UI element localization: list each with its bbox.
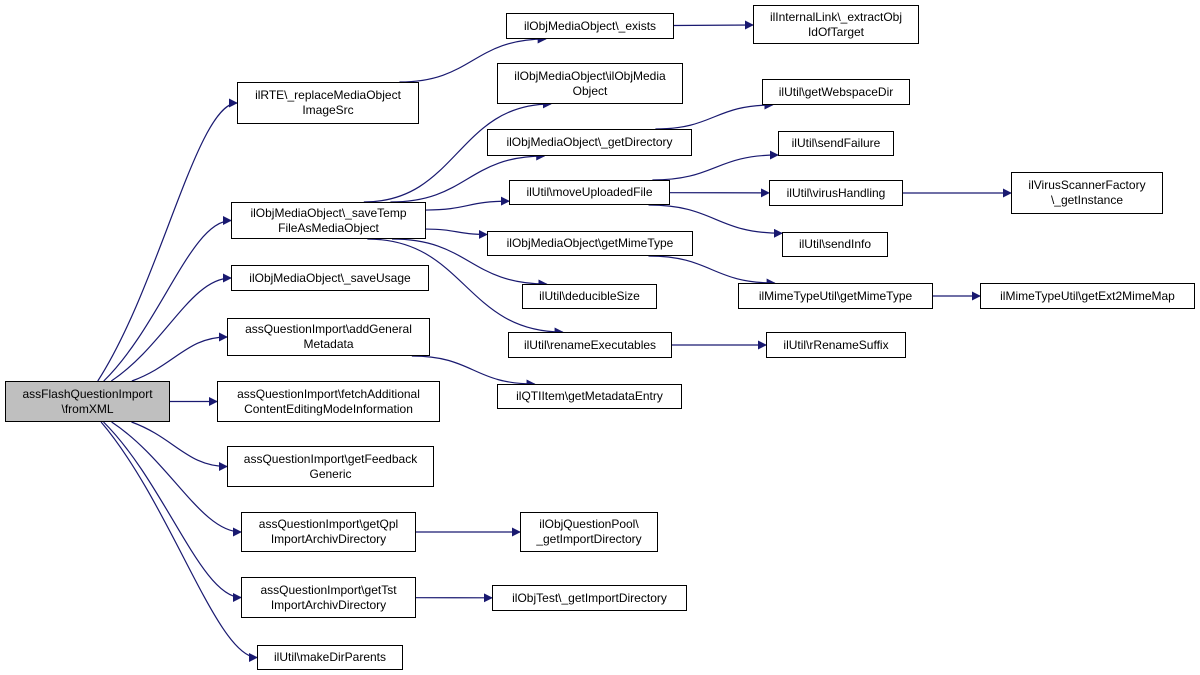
node-media-constructor[interactable]: ilObjMediaObject\ilObjMedia Object bbox=[497, 63, 683, 104]
edge-root-to-saveUsage bbox=[110, 273, 232, 382]
edge-addGeneralMetadata-to-getMetadataEntry bbox=[411, 355, 536, 389]
edge-saveTempFileAsMediaObject-to-getDirectory bbox=[390, 151, 546, 203]
node-virus-handling[interactable]: ilUtil\virusHandling bbox=[769, 180, 903, 206]
node-get-ext2-mime-map[interactable]: ilMimeTypeUtil\getExt2MimeMap bbox=[980, 283, 1195, 309]
node-extract-obj-id-of-target[interactable]: ilInternalLink\_extractObj IdOfTarget bbox=[753, 5, 919, 44]
edge-saveTempFileAsMediaObject-to-moveUploadedFile bbox=[425, 196, 510, 211]
node-media-get-mime-type[interactable]: ilObjMediaObject\getMimeType bbox=[487, 231, 693, 256]
node-get-directory[interactable]: ilObjMediaObject\_getDirectory bbox=[487, 129, 692, 156]
node-get-qpl-import-archiv-directory[interactable]: assQuestionImport\getQpl ImportArchivDir… bbox=[241, 512, 416, 552]
node-qpl-get-import-directory[interactable]: ilObjQuestionPool\ _getImportDirectory bbox=[520, 512, 658, 552]
node-virus-scanner-get-instance[interactable]: ilVirusScannerFactory \_getInstance bbox=[1011, 172, 1163, 214]
node-mime-type-util-get-mime-type[interactable]: ilMimeTypeUtil\getMimeType bbox=[738, 283, 933, 309]
node-send-failure[interactable]: ilUtil\sendFailure bbox=[778, 131, 894, 156]
edge-saveTempFileAsMediaObject-to-mediaConstructor bbox=[363, 99, 552, 203]
edge-root-to-getTstImportArchivDirectory bbox=[103, 421, 242, 602]
edge-root-to-addGeneralMetadata bbox=[131, 332, 228, 382]
node-media-exists[interactable]: ilObjMediaObject\_exists bbox=[506, 13, 674, 39]
edge-root-to-makeDirParents bbox=[100, 421, 258, 662]
edge-getDirectory-to-getWebspaceDir bbox=[655, 100, 774, 130]
node-get-webspace-dir[interactable]: ilUtil\getWebspaceDir bbox=[762, 79, 910, 105]
edge-saveTempFileAsMediaObject-to-getMimeTypeMedia bbox=[425, 228, 488, 239]
node-make-dir-parents[interactable]: ilUtil\makeDirParents bbox=[257, 645, 403, 670]
edge-root-to-replaceMediaObjectImageSrc bbox=[97, 98, 238, 382]
edge-getMimeTypeMedia-to-mimeTypeUtilGetMimeType bbox=[648, 255, 776, 288]
edge-root-to-saveTempFileAsMediaObject bbox=[103, 216, 232, 382]
edge-replaceMediaObjectImageSrc-to-mediaExists bbox=[399, 34, 547, 83]
edge-saveTempFileAsMediaObject-to-renameExecutables bbox=[367, 238, 564, 337]
node-get-tst-import-archiv-directory[interactable]: assQuestionImport\getTst ImportArchivDir… bbox=[241, 577, 416, 618]
node-fetch-additional-content-editing-mode[interactable]: assQuestionImport\fetchAdditional Conten… bbox=[217, 381, 440, 422]
node-tst-get-import-directory[interactable]: ilObjTest\_getImportDirectory bbox=[492, 585, 687, 611]
node-save-temp-file-as-media-object[interactable]: ilObjMediaObject\_saveTemp FileAsMediaOb… bbox=[231, 202, 426, 239]
edge-moveUploadedFile-to-sendInfo bbox=[648, 204, 783, 238]
edge-root-to-getQplImportArchivDirectory bbox=[111, 421, 242, 537]
edge-saveTempFileAsMediaObject-to-deducibleSize bbox=[392, 238, 548, 289]
node-deducible-size[interactable]: ilUtil\deducibleSize bbox=[522, 284, 657, 309]
node-replace-media-object-image-src[interactable]: ilRTE\_replaceMediaObject ImageSrc bbox=[237, 82, 419, 124]
node-send-info[interactable]: ilUtil\sendInfo bbox=[782, 232, 888, 257]
node-save-usage[interactable]: ilObjMediaObject\_saveUsage bbox=[231, 265, 429, 291]
node-r-rename-suffix[interactable]: ilUtil\rRenameSuffix bbox=[766, 332, 906, 358]
node-move-uploaded-file[interactable]: ilUtil\moveUploadedFile bbox=[509, 180, 670, 205]
node-get-metadata-entry[interactable]: ilQTIItem\getMetadataEntry bbox=[497, 384, 682, 409]
node-add-general-metadata[interactable]: assQuestionImport\addGeneral Metadata bbox=[227, 318, 430, 356]
edge-moveUploadedFile-to-sendFailure bbox=[652, 150, 779, 181]
node-rename-executables[interactable]: ilUtil\renameExecutables bbox=[508, 332, 672, 358]
node-root-fromxml: assFlashQuestionImport \fromXML bbox=[5, 381, 170, 422]
edge-root-to-getFeedbackGeneric bbox=[131, 421, 228, 471]
node-get-feedback-generic[interactable]: assQuestionImport\getFeedback Generic bbox=[227, 446, 434, 487]
